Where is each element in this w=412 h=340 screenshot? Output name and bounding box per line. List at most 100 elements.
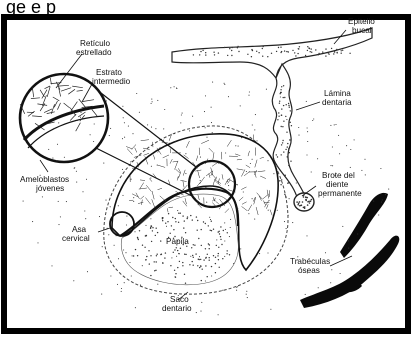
stipple-dot — [152, 227, 153, 228]
stipple-dot — [181, 114, 182, 115]
stipple-dot — [338, 135, 339, 136]
stipple-dot — [142, 265, 143, 266]
stipple-dot — [246, 171, 247, 172]
stipple-dot — [224, 240, 225, 241]
stipple-dot — [306, 235, 307, 236]
stipple-dot — [280, 47, 281, 48]
stipple-dot — [193, 244, 194, 245]
stipple-dot — [133, 197, 134, 198]
stipple-dot — [213, 52, 214, 53]
stipple-dot — [227, 250, 228, 251]
stipple-dot — [205, 127, 206, 128]
stipple-dot — [151, 103, 152, 104]
stipple-dot — [155, 270, 156, 271]
stipple-dot — [177, 250, 178, 251]
stipple-dot — [164, 257, 165, 258]
stipple-dot — [58, 201, 59, 202]
stipple-dot — [282, 126, 283, 127]
stipple-dot — [276, 51, 277, 52]
stipple-dot — [187, 218, 188, 219]
stipple-dot — [217, 255, 218, 256]
stipple-dot — [185, 232, 186, 233]
stipple-dot — [232, 47, 233, 48]
stipple-dot — [286, 104, 287, 105]
stipple-dot — [229, 195, 230, 196]
magnification-inset — [20, 74, 108, 162]
stipple-dot — [184, 254, 185, 255]
stipple-dot — [173, 252, 174, 253]
stipple-dot — [334, 51, 335, 52]
stipple-dot — [240, 248, 241, 249]
stipple-dot — [231, 55, 232, 56]
stipple-dot — [267, 252, 268, 253]
stipple-dot — [194, 245, 195, 246]
stipple-dot — [183, 227, 184, 228]
stipple-dot — [281, 115, 282, 116]
stipple-dot — [205, 280, 206, 281]
stipple-dot — [131, 275, 132, 276]
stipple-dot — [341, 53, 342, 54]
label-reticulo-estrellado: Retículo estrellado — [76, 39, 112, 57]
stipple-dot — [225, 152, 226, 153]
stipple-dot — [51, 265, 52, 266]
stipple-dot — [175, 221, 176, 222]
stipple-dot — [313, 118, 314, 119]
stipple-dot — [299, 201, 301, 203]
stipple-dot — [201, 229, 202, 230]
stipple-dot — [173, 238, 174, 239]
stipple-dot — [365, 174, 366, 175]
stipple-dot — [333, 53, 334, 54]
stipple-dot — [193, 265, 194, 266]
stipple-dot — [174, 236, 175, 237]
stipple-dot — [203, 221, 204, 222]
stipple-dot — [208, 225, 209, 226]
stipple-dot — [124, 282, 125, 283]
stipple-dot — [185, 243, 186, 244]
stipple-dot — [114, 245, 115, 246]
stipple-dot — [93, 141, 94, 142]
stipple-dot — [297, 53, 298, 54]
stipple-dot — [164, 109, 165, 110]
stipple-dot — [218, 259, 219, 260]
stipple-dot — [146, 256, 147, 257]
stipple-dot — [223, 230, 224, 231]
stipple-dot — [283, 151, 284, 152]
stipple-dot — [23, 201, 24, 202]
stipple-dot — [298, 203, 300, 205]
stipple-dot — [206, 257, 207, 258]
stipple-dot — [206, 202, 207, 203]
stipple-dot — [278, 116, 279, 117]
stipple-dot — [322, 51, 323, 52]
stipple-dot — [288, 51, 289, 52]
stipple-dot — [76, 182, 77, 183]
stipple-dot — [267, 56, 268, 57]
stipple-dot — [278, 112, 279, 113]
stipple-dot — [122, 169, 123, 170]
stipple-dot — [342, 226, 343, 227]
stipple-dot — [184, 220, 185, 221]
stipple-dot — [330, 165, 331, 166]
stipple-dot — [107, 228, 108, 229]
stipple-dot — [252, 124, 253, 125]
stipple-dot — [221, 244, 222, 245]
stipple-dot — [205, 248, 206, 249]
stipple-dot — [325, 252, 326, 253]
stipple-dot — [302, 201, 304, 203]
stipple-dot — [328, 54, 329, 55]
stipple-dot — [209, 244, 210, 245]
stipple-dot — [185, 153, 186, 154]
stipple-dot — [340, 273, 341, 274]
stipple-dot — [157, 232, 158, 233]
stipple-dot — [199, 54, 200, 55]
stipple-dot — [110, 206, 111, 207]
stipple-dot — [202, 50, 203, 51]
stipple-dot — [163, 128, 164, 129]
stipple-dot — [305, 294, 306, 295]
stipple-dot — [385, 194, 386, 195]
stipple-dot — [224, 256, 225, 257]
stipple-dot — [215, 205, 216, 206]
stipple-dot — [193, 257, 194, 258]
stipple-dot — [280, 93, 281, 94]
stipple-dot — [306, 197, 308, 199]
stipple-dot — [212, 82, 213, 83]
